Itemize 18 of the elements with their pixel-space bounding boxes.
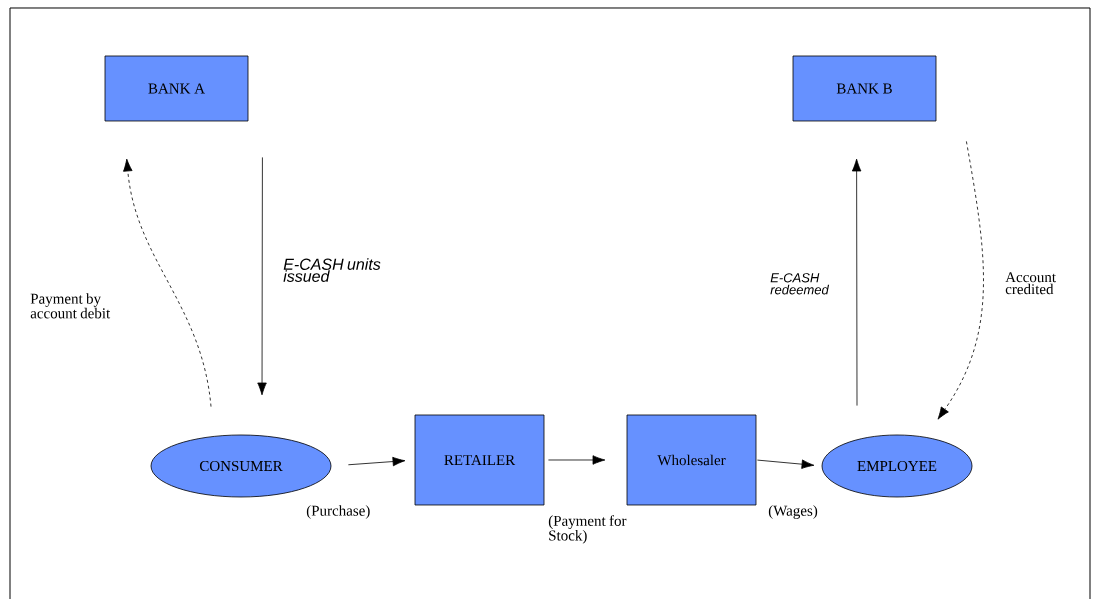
edge-label: E-CASH redeemed xyxy=(770,273,830,295)
box: BANK B xyxy=(792,55,937,122)
edge-label: (Purchase) xyxy=(306,505,370,519)
box: RETAILER xyxy=(414,414,545,506)
arrow xyxy=(123,158,212,407)
arrow xyxy=(937,141,984,420)
arrow xyxy=(257,157,267,396)
arrow xyxy=(757,459,815,469)
box: Wholesaler xyxy=(626,414,757,506)
box: BANK A xyxy=(104,55,249,122)
edge-label: Payment by account debit xyxy=(30,293,111,319)
arrow xyxy=(851,158,862,406)
arrow xyxy=(548,455,606,465)
edge-label: E-CASH units issued xyxy=(283,258,381,282)
arrow xyxy=(347,456,406,467)
edge-label: (Wages) xyxy=(768,505,818,519)
edge-label: Account credited xyxy=(1005,272,1056,295)
edge-label: (Payment for Stock) xyxy=(548,515,627,544)
